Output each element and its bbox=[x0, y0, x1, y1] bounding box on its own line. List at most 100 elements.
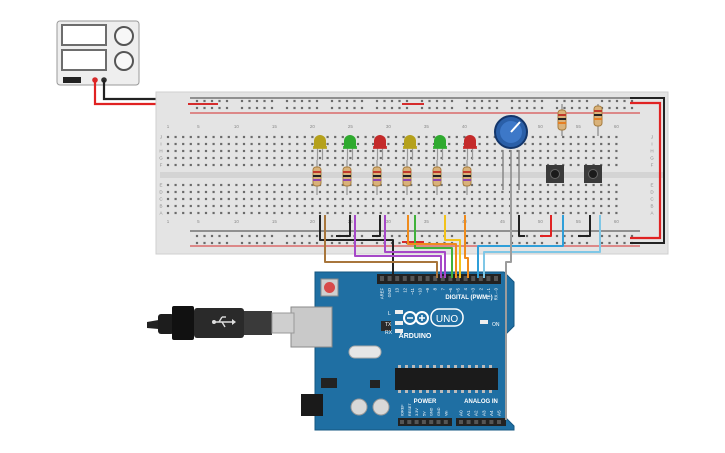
breadboard-hole[interactable] bbox=[455, 156, 458, 160]
breadboard-hole[interactable] bbox=[174, 211, 177, 215]
rail-hole[interactable] bbox=[563, 234, 566, 238]
rail-hole[interactable] bbox=[398, 241, 401, 245]
breadboard-hole[interactable] bbox=[546, 142, 550, 146]
breadboard-hole[interactable] bbox=[288, 149, 291, 153]
breadboard-hole[interactable] bbox=[584, 197, 588, 201]
breadboard-hole[interactable] bbox=[227, 197, 230, 201]
breadboard-hole[interactable] bbox=[265, 204, 268, 208]
breadboard-hole[interactable] bbox=[182, 190, 185, 194]
led-resistor-1[interactable] bbox=[312, 160, 322, 195]
rail-hole[interactable] bbox=[623, 99, 626, 103]
rail-hole[interactable] bbox=[248, 241, 251, 245]
breadboard-hole[interactable] bbox=[212, 190, 215, 194]
rail-hole[interactable] bbox=[195, 234, 199, 238]
rail-hole[interactable] bbox=[240, 234, 244, 238]
breadboard-hole[interactable] bbox=[273, 142, 276, 146]
breadboard-hole[interactable] bbox=[182, 163, 185, 167]
rail-hole[interactable] bbox=[300, 99, 304, 103]
breadboard-hole[interactable] bbox=[318, 197, 322, 201]
rail-hole[interactable] bbox=[218, 99, 221, 103]
breadboard-hole[interactable] bbox=[402, 156, 405, 160]
rail-hole[interactable] bbox=[473, 99, 476, 103]
wire-led-purple-2[interactable] bbox=[384, 215, 446, 278]
breadboard-hole[interactable] bbox=[554, 135, 557, 139]
breadboard-hole[interactable] bbox=[584, 183, 588, 187]
breadboard-hole[interactable] bbox=[615, 183, 618, 187]
breadboard-hole[interactable] bbox=[356, 156, 360, 160]
rail-hole[interactable] bbox=[518, 99, 521, 103]
breadboard-hole[interactable] bbox=[296, 135, 299, 139]
push-button-1[interactable] bbox=[546, 165, 564, 183]
rail-hole[interactable] bbox=[578, 241, 581, 245]
rail-hole[interactable] bbox=[398, 234, 401, 238]
breadboard-hole[interactable] bbox=[379, 163, 382, 167]
potentiometer[interactable] bbox=[494, 115, 528, 190]
breadboard-hole[interactable] bbox=[417, 197, 420, 201]
breadboard-hole[interactable] bbox=[410, 183, 413, 187]
breadboard-hole[interactable] bbox=[265, 149, 268, 153]
breadboard-hole[interactable] bbox=[531, 211, 534, 215]
digital-pin-socket[interactable] bbox=[494, 276, 498, 281]
rail-hole[interactable] bbox=[525, 99, 529, 103]
breadboard-hole[interactable] bbox=[356, 204, 360, 208]
breadboard-hole[interactable] bbox=[349, 211, 352, 215]
rail-hole[interactable] bbox=[473, 241, 476, 245]
led-resistor-5[interactable] bbox=[432, 160, 442, 195]
breadboard-hole[interactable] bbox=[432, 204, 436, 208]
breadboard-hole[interactable] bbox=[242, 197, 246, 201]
breadboard-hole[interactable] bbox=[554, 197, 557, 201]
breadboard-hole[interactable] bbox=[501, 190, 504, 194]
rail-hole[interactable] bbox=[435, 99, 439, 103]
rail-hole[interactable] bbox=[533, 234, 536, 238]
rail-hole[interactable] bbox=[608, 234, 611, 238]
breadboard-hole[interactable] bbox=[227, 135, 230, 139]
breadboard-hole[interactable] bbox=[387, 142, 390, 146]
breadboard-hole[interactable] bbox=[356, 142, 360, 146]
rail-hole[interactable] bbox=[563, 241, 566, 245]
breadboard-hole[interactable] bbox=[379, 197, 382, 201]
breadboard-hole[interactable] bbox=[372, 142, 375, 146]
breadboard-hole[interactable] bbox=[182, 142, 185, 146]
breadboard-hole[interactable] bbox=[448, 135, 451, 139]
breadboard-hole[interactable] bbox=[296, 183, 299, 187]
breadboard-hole[interactable] bbox=[197, 135, 200, 139]
breadboard-hole[interactable] bbox=[341, 142, 344, 146]
breadboard-hole[interactable] bbox=[463, 163, 466, 167]
breadboard-hole[interactable] bbox=[387, 183, 390, 187]
rail-hole[interactable] bbox=[195, 99, 199, 103]
breadboard-hole[interactable] bbox=[607, 142, 610, 146]
rail-hole[interactable] bbox=[210, 234, 214, 238]
breadboard-hole[interactable] bbox=[204, 135, 208, 139]
rail-hole[interactable] bbox=[465, 106, 469, 110]
rail-hole[interactable] bbox=[608, 106, 611, 110]
breadboard-hole[interactable] bbox=[227, 211, 230, 215]
breadboard-hole[interactable] bbox=[531, 190, 534, 194]
breadboard-hole[interactable] bbox=[531, 149, 534, 153]
breadboard-hole[interactable] bbox=[235, 204, 238, 208]
right-rail-black-wire[interactable] bbox=[630, 97, 665, 244]
breadboard-hole[interactable] bbox=[250, 183, 253, 187]
breadboard-hole[interactable] bbox=[402, 197, 405, 201]
analog-pin-socket[interactable] bbox=[474, 420, 479, 424]
rail-hole[interactable] bbox=[450, 106, 454, 110]
breadboard-hole[interactable] bbox=[417, 135, 420, 139]
breadboard-hole[interactable] bbox=[265, 183, 268, 187]
breadboard-hole[interactable] bbox=[455, 211, 458, 215]
breadboard-hole[interactable] bbox=[296, 190, 299, 194]
power-switch-icon[interactable] bbox=[63, 77, 81, 83]
rail-hole[interactable] bbox=[285, 234, 289, 238]
breadboard-hole[interactable] bbox=[577, 197, 580, 201]
breadboard-hole[interactable] bbox=[478, 204, 481, 208]
rail-hole[interactable] bbox=[510, 99, 514, 103]
rail-hole[interactable] bbox=[293, 241, 296, 245]
breadboard-hole[interactable] bbox=[318, 211, 322, 215]
led-resistor-2[interactable] bbox=[342, 160, 352, 195]
breadboard-hole[interactable] bbox=[265, 156, 268, 160]
breadboard-hole[interactable] bbox=[546, 149, 550, 153]
breadboard-hole[interactable] bbox=[387, 163, 390, 167]
rail-hole[interactable] bbox=[240, 241, 244, 245]
breadboard-hole[interactable] bbox=[326, 183, 329, 187]
breadboard-hole[interactable] bbox=[197, 156, 200, 160]
rail-hole[interactable] bbox=[263, 234, 266, 238]
